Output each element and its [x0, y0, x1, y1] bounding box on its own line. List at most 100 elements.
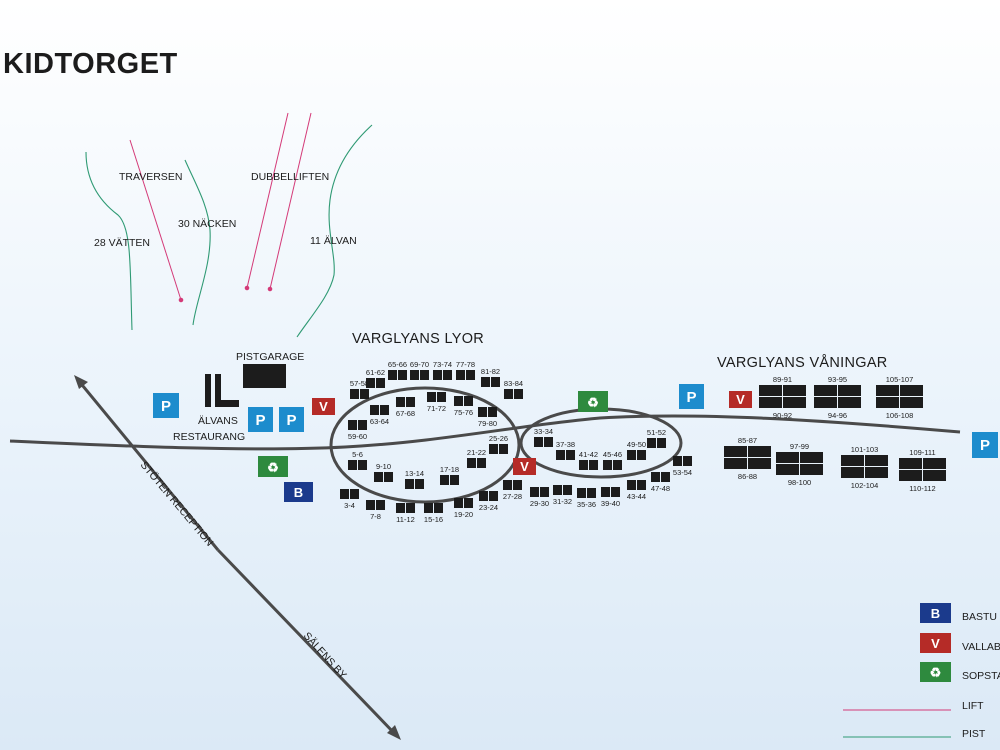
cabin-27-28[interactable]: 27-28	[503, 480, 522, 501]
parking-icon[interactable]: P	[972, 432, 998, 458]
vallabod-icon[interactable]: V	[729, 391, 752, 408]
cabin-5-6[interactable]: 5-6	[348, 450, 367, 470]
cabin-13-14[interactable]: 13-14	[405, 469, 424, 489]
restaurang-building[interactable]	[205, 374, 239, 407]
cabin-11-12[interactable]: 11-12	[396, 503, 415, 524]
cabin-69-70[interactable]: 69-70	[410, 360, 429, 380]
cabin-9-10[interactable]: 9-10	[374, 462, 393, 482]
legend-item-vallabod: V VALLAB	[920, 633, 1000, 653]
cabin-3-4[interactable]: 3-4	[340, 489, 359, 510]
cabin-35-36[interactable]: 35-36	[577, 488, 596, 509]
cabin-63-64[interactable]: 63-64	[370, 405, 389, 426]
lift-label-dubbelliften[interactable]: DUBBELLIFTEN	[251, 171, 329, 183]
cabin-25-26[interactable]: 25-26	[489, 434, 508, 454]
cabin-15-16[interactable]: 15-16	[424, 503, 443, 524]
road-label-stoten: STÖTEN RECEPTION	[138, 459, 216, 549]
cabin-61-62[interactable]: 61-62	[366, 368, 385, 388]
piste-label-nacken[interactable]: 30 NÄCKEN	[178, 218, 236, 230]
salen-road[interactable]	[216, 548, 398, 737]
cabin-29-30[interactable]: 29-30	[530, 487, 549, 508]
lyor-loop-road[interactable]	[329, 386, 521, 504]
cabin-label: 19-20	[454, 510, 473, 519]
lift-dubbelliften-line-1[interactable]	[246, 112, 289, 289]
cabin-77-78[interactable]: 77-78	[456, 360, 475, 380]
cabin-83-84[interactable]: 83-84	[504, 379, 523, 399]
cabin-65-66[interactable]: 65-66	[388, 360, 407, 380]
svg-text:B: B	[931, 606, 940, 621]
main-road[interactable]	[9, 414, 961, 451]
cabin-label: 27-28	[503, 492, 522, 501]
cabin-41-42[interactable]: 41-42	[579, 450, 598, 470]
cabin-unit	[601, 487, 610, 497]
cabin-47-48[interactable]: 47-48	[651, 472, 670, 493]
piste-label-vatten[interactable]: 28 VÄTTEN	[94, 237, 150, 249]
bastu-icon[interactable]: B	[284, 482, 313, 502]
piste-label-alvan[interactable]: 11 ÄLVAN	[310, 235, 357, 247]
cabin-label: 47-48	[651, 484, 670, 493]
cabin-unit	[420, 370, 429, 380]
parking-icon[interactable]: P	[248, 407, 273, 432]
cabin-39-40[interactable]: 39-40	[601, 487, 620, 508]
cabin-79-80[interactable]: 79-80	[478, 407, 497, 428]
cabin-75-76[interactable]: 75-76	[454, 396, 473, 417]
cabin-unit	[348, 420, 357, 430]
cabin-unit	[651, 472, 660, 482]
cabin-51-52[interactable]: 51-52	[647, 428, 666, 448]
restaurang-label-2: RESTAURANG	[173, 431, 245, 443]
recycle-icon[interactable]: ♻	[258, 456, 288, 477]
cabin-unit	[406, 503, 415, 513]
cabin-unit	[376, 378, 385, 388]
lift-dubbelliften-line-2[interactable]	[269, 112, 312, 290]
pistgarage-building[interactable]	[243, 364, 286, 388]
legend-item-sopstation: ♻ SOPSTA	[920, 662, 1000, 682]
piste-nacken-line[interactable]	[184, 159, 211, 326]
cabin-71-72[interactable]: 71-72	[427, 392, 446, 413]
cabin-59-60[interactable]: 59-60	[348, 420, 367, 441]
apartment-label-top: 93-95	[828, 375, 847, 384]
cabin-21-22[interactable]: 21-22	[467, 448, 486, 468]
cabin-33-34[interactable]: 33-34	[534, 427, 553, 447]
apartment-unit	[865, 467, 888, 478]
cabin-45-46[interactable]: 45-46	[603, 450, 622, 470]
lift-label-traversen[interactable]: TRAVERSEN	[119, 171, 182, 183]
recycle-icon[interactable]: ♻	[578, 391, 608, 412]
cabin-43-44[interactable]: 43-44	[627, 480, 646, 501]
parking-icon[interactable]: P	[679, 384, 704, 409]
cabin-67-68[interactable]: 67-68	[396, 397, 415, 418]
cabin-label: 43-44	[627, 492, 646, 501]
cabin-81-82[interactable]: 81-82	[481, 367, 500, 387]
cabin-37-38[interactable]: 37-38	[556, 440, 575, 460]
vallabod-icon[interactable]: V	[513, 458, 536, 475]
cabin-7-8[interactable]: 7-8	[366, 500, 385, 521]
cabin-17-18[interactable]: 17-18	[440, 465, 459, 485]
parking-icon[interactable]: P	[153, 393, 179, 418]
cabin-label: 79-80	[478, 419, 497, 428]
cabin-label: 25-26	[489, 434, 508, 443]
cabin-49-50[interactable]: 49-50	[627, 440, 646, 460]
lift-traversen-line[interactable]	[129, 139, 182, 301]
cabin-53-54[interactable]: 53-54	[673, 456, 692, 477]
stoten-road[interactable]	[76, 379, 220, 551]
svg-text:BASTU: BASTU	[962, 611, 997, 623]
cabin-23-24[interactable]: 23-24	[479, 491, 498, 512]
parking-icon[interactable]: P	[279, 407, 304, 432]
cabin-57-58[interactable]: 57-58	[350, 379, 369, 399]
piste-alvan-line[interactable]	[296, 124, 373, 338]
vallabod-icon[interactable]: V	[312, 398, 335, 415]
cabin-31-32[interactable]: 31-32	[553, 485, 572, 506]
svg-text:V: V	[520, 459, 529, 474]
cabin-73-74[interactable]: 73-74	[433, 360, 452, 380]
apartment-label-bottom: 98-100	[788, 478, 811, 487]
cabin-unit	[579, 460, 588, 470]
cabin-19-20[interactable]: 19-20	[454, 498, 473, 519]
piste-vatten-line[interactable]	[85, 151, 133, 331]
cabin-unit	[396, 397, 405, 407]
